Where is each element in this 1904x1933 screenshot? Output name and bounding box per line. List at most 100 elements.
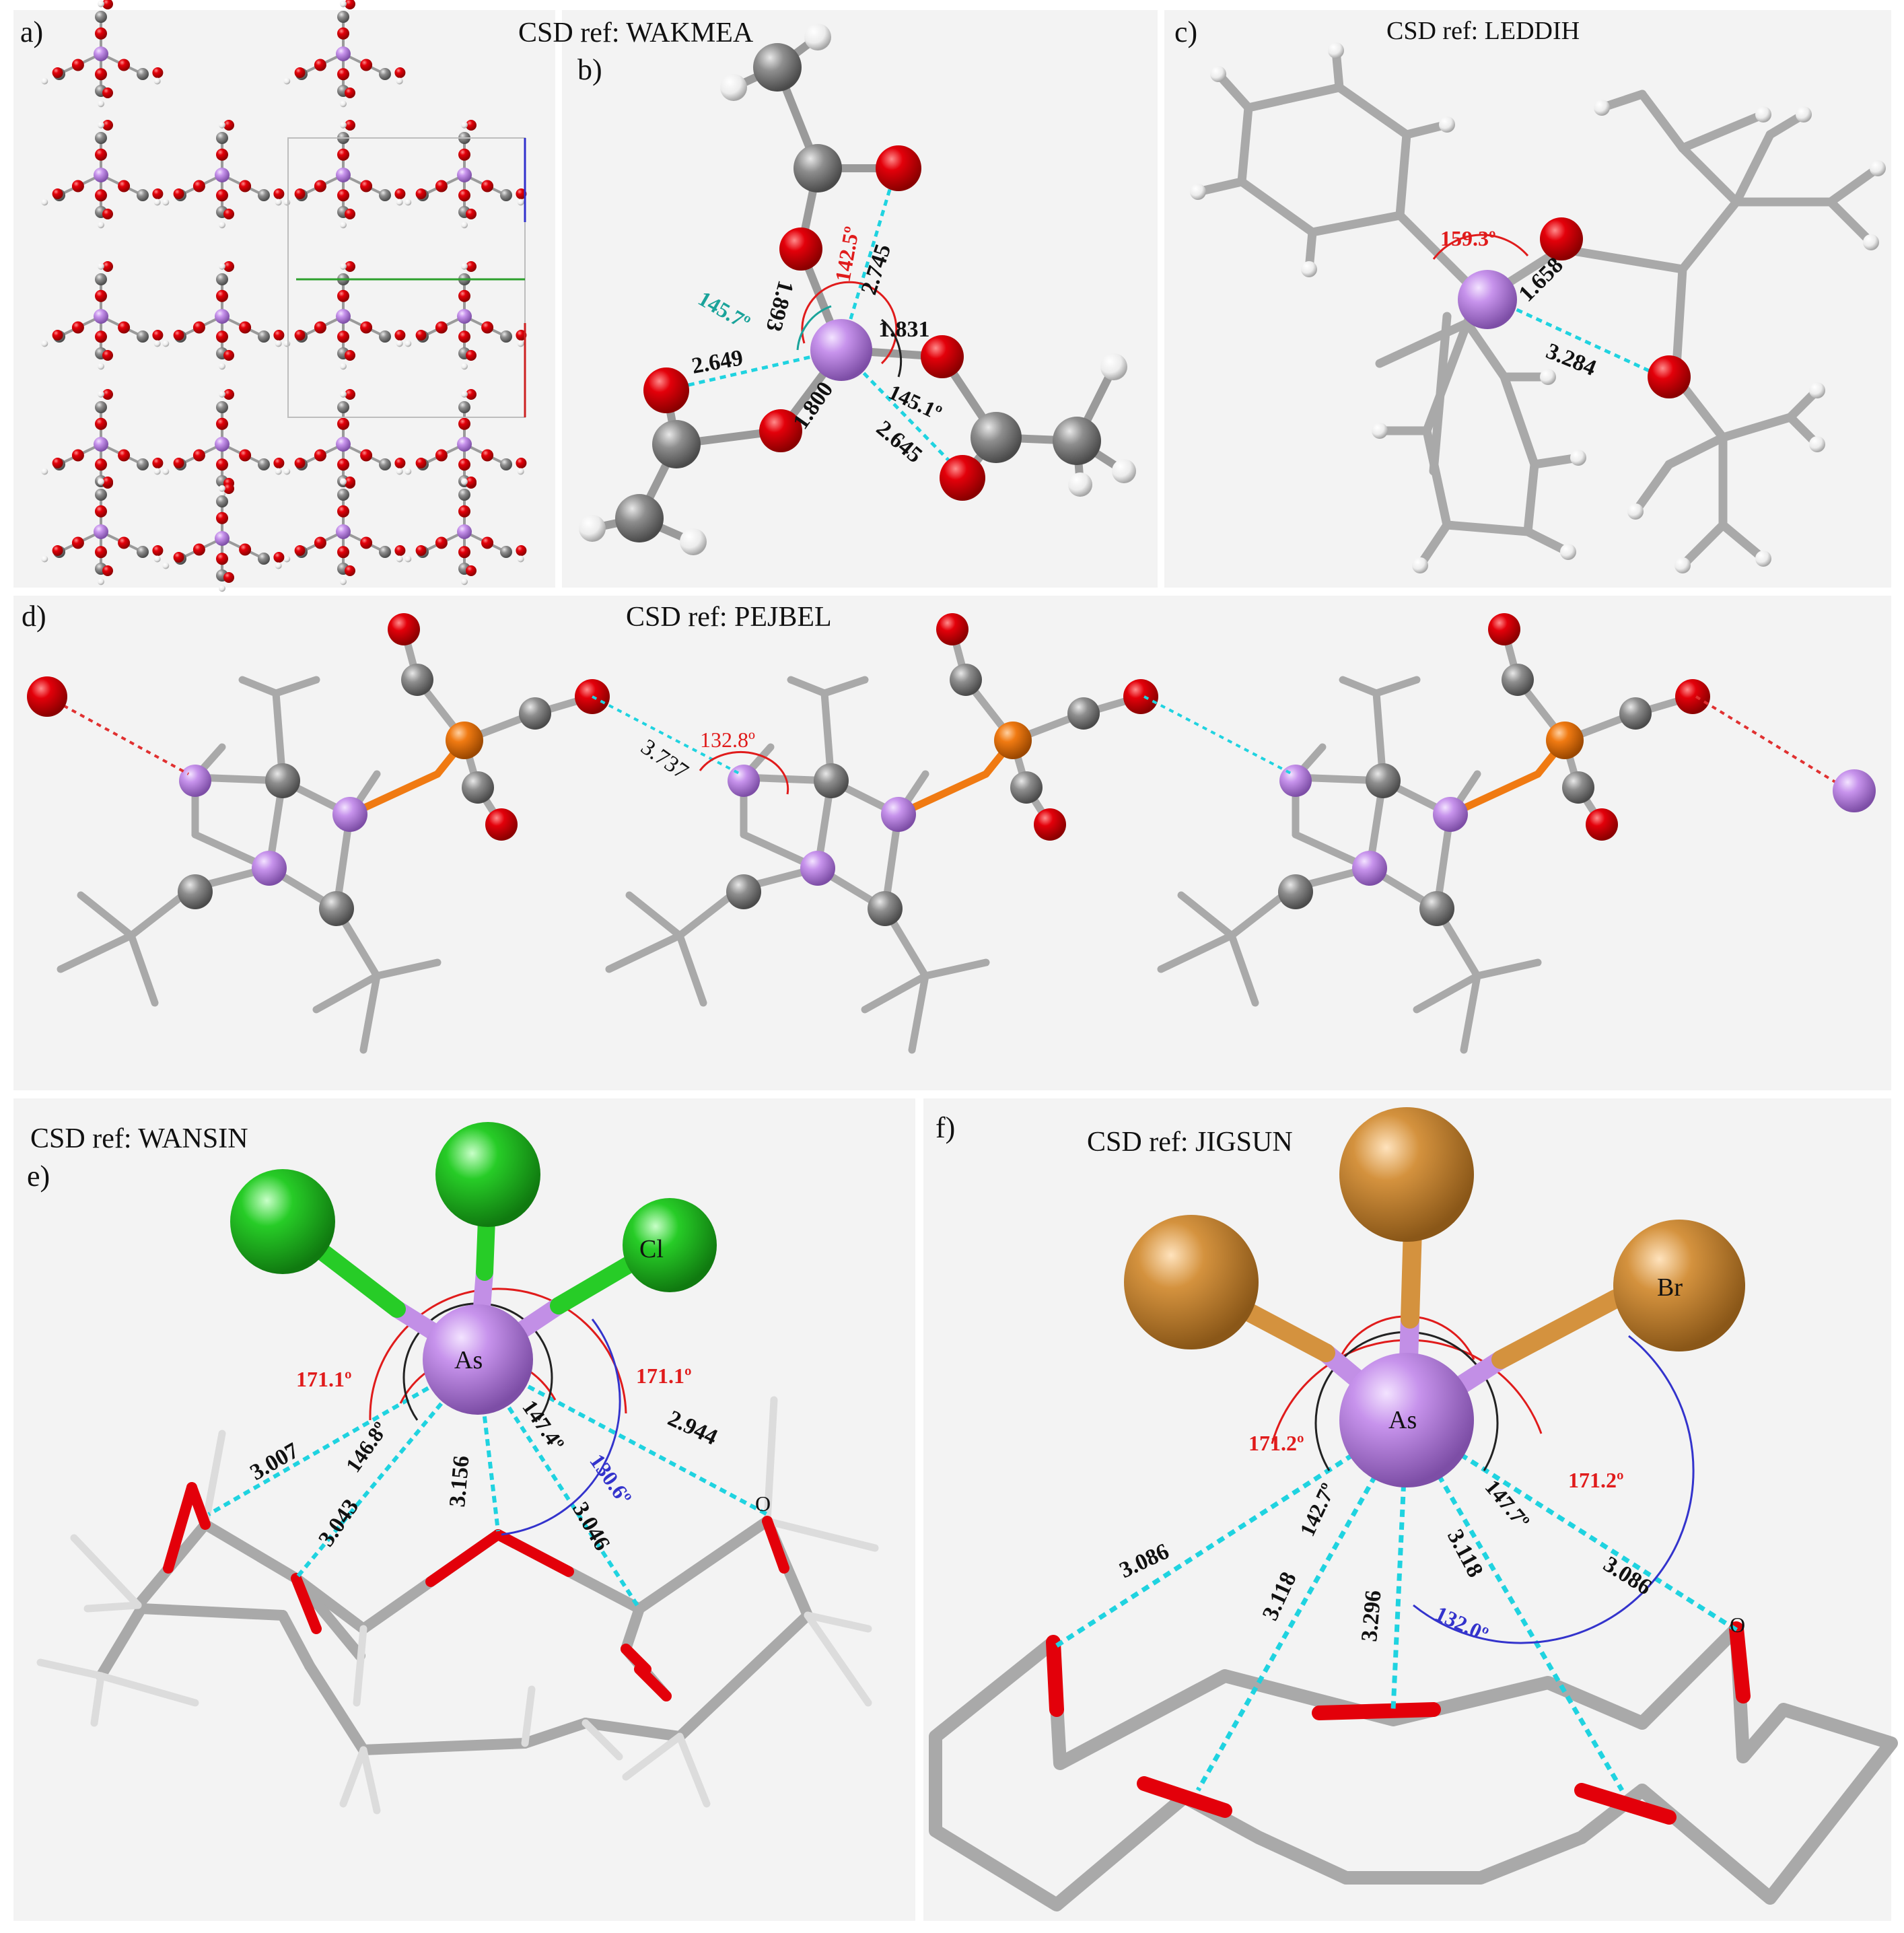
hydrogen-atom bbox=[98, 0, 104, 7]
unit-cell-axes bbox=[287, 137, 526, 418]
carbon-atom bbox=[379, 189, 391, 201]
oxygen-atom bbox=[273, 188, 285, 199]
hydrogen-atom bbox=[219, 363, 225, 370]
oxygen-atom bbox=[337, 148, 349, 161]
oxygen-atom bbox=[337, 189, 349, 202]
panel-d-label: d) bbox=[22, 600, 46, 633]
oxygen-atom bbox=[481, 321, 494, 334]
carbon-atom bbox=[814, 763, 849, 798]
oxygen-atom bbox=[337, 27, 349, 40]
panel-d-background bbox=[13, 596, 1891, 1090]
hydrogen-atom bbox=[283, 77, 291, 85]
carbon-atom bbox=[1419, 891, 1454, 926]
oxygen-atom bbox=[394, 330, 406, 341]
oxygen-atom bbox=[95, 148, 107, 161]
hydrogen-atom bbox=[153, 340, 161, 347]
arsenic-atom bbox=[179, 765, 211, 797]
arsenic-atom bbox=[336, 168, 351, 182]
carbon-atom bbox=[137, 458, 149, 470]
arsenic-atom bbox=[215, 531, 230, 546]
oxygen-atom bbox=[192, 180, 205, 192]
carbon-atom bbox=[337, 489, 349, 501]
oxygen-atom bbox=[314, 321, 326, 334]
f-as-label: As bbox=[1388, 1406, 1417, 1434]
hydrogen-atom bbox=[340, 121, 347, 129]
oxygen-atom bbox=[273, 330, 285, 341]
oxygen-atom bbox=[52, 545, 63, 556]
oxygen-atom bbox=[95, 546, 107, 559]
panel-d-contacts bbox=[27, 676, 1876, 812]
oxygen-atom bbox=[435, 449, 448, 462]
oxygen-atom bbox=[345, 565, 355, 576]
carbon-atom bbox=[458, 489, 470, 501]
panel-e-molecule bbox=[36, 1122, 879, 1815]
f-angle-1: 171.2º bbox=[1248, 1431, 1304, 1455]
oxygen-atom bbox=[1675, 679, 1710, 714]
oxygen-atom bbox=[360, 449, 373, 462]
carbon-atom bbox=[379, 546, 391, 558]
oxygen-atom bbox=[337, 505, 349, 518]
panel-d-csd-ref: CSD ref: PEJBEL bbox=[626, 602, 832, 633]
oxygen-atom bbox=[118, 321, 131, 334]
oxygen-atom bbox=[388, 613, 420, 645]
panel-d-chain bbox=[57, 613, 1710, 1054]
hydrogen-atom bbox=[162, 340, 170, 347]
carbon-atom bbox=[258, 330, 270, 343]
hydrogen-atom bbox=[283, 468, 291, 475]
panel-e-label: e) bbox=[27, 1160, 50, 1193]
cage-unit bbox=[1157, 613, 1710, 1054]
carbon-atom bbox=[216, 273, 228, 285]
oxygen-atom bbox=[118, 180, 131, 192]
hydrogen-atom bbox=[219, 221, 225, 229]
e-angle-2: 171.1º bbox=[636, 1364, 692, 1388]
oxygen-atom bbox=[485, 808, 518, 841]
cage-unit bbox=[57, 613, 610, 1054]
panel-f-csd-ref: CSD ref: JIGSUN bbox=[1087, 1127, 1293, 1158]
oxygen-atom bbox=[466, 120, 477, 131]
oxygen-atom bbox=[458, 505, 470, 518]
oxygen-atom bbox=[223, 261, 234, 272]
oxygen-atom bbox=[345, 209, 355, 219]
e-distance-3: 3.156 bbox=[445, 1454, 474, 1508]
hydrogen-atom bbox=[98, 100, 104, 108]
oxygen-atom bbox=[95, 330, 107, 343]
hydrogen-atom bbox=[396, 199, 403, 206]
panel-e-background bbox=[13, 1098, 915, 1921]
hydrogen-atom bbox=[517, 340, 524, 347]
arsenic-atom bbox=[1279, 765, 1312, 797]
arsenic-atom bbox=[1433, 797, 1468, 832]
hydrogen-atom bbox=[275, 468, 282, 475]
oxygen-atom bbox=[337, 546, 349, 559]
hydrogen-atom bbox=[461, 363, 468, 370]
hydrogen-atom bbox=[404, 468, 412, 475]
oxygen-atom bbox=[71, 59, 84, 71]
carbon-atom bbox=[216, 132, 228, 144]
oxygen-atom bbox=[314, 180, 326, 192]
hydrogen-atom bbox=[340, 478, 347, 485]
carbon-atom bbox=[379, 458, 391, 470]
carbon-atom bbox=[258, 458, 270, 470]
arsenic-atom bbox=[94, 437, 108, 452]
oxygen-atom bbox=[71, 536, 84, 549]
oxygen-atom bbox=[216, 289, 228, 302]
carbon-atom bbox=[458, 401, 470, 413]
oxygen-atom bbox=[394, 67, 406, 78]
oxygen-atom bbox=[1488, 613, 1520, 645]
oxygen-atom bbox=[223, 120, 234, 131]
carbon-atom bbox=[95, 132, 107, 144]
carbon-atom bbox=[868, 891, 903, 926]
oxygen-atom bbox=[71, 180, 84, 192]
oxygen-atom bbox=[337, 458, 349, 471]
oxygen-atom bbox=[216, 330, 228, 343]
oxygen-atom bbox=[102, 350, 113, 361]
oxygen-atom bbox=[273, 458, 285, 468]
oxygen-atom bbox=[118, 536, 131, 549]
phosphorus-atom bbox=[1546, 722, 1584, 759]
d-angle-1: 132.8º bbox=[700, 728, 755, 752]
carbon-atom bbox=[137, 68, 149, 80]
hydrogen-atom bbox=[41, 199, 48, 206]
oxygen-atom bbox=[337, 417, 349, 430]
hydrogen-atom bbox=[517, 199, 524, 206]
hydrogen-atom bbox=[461, 121, 468, 129]
